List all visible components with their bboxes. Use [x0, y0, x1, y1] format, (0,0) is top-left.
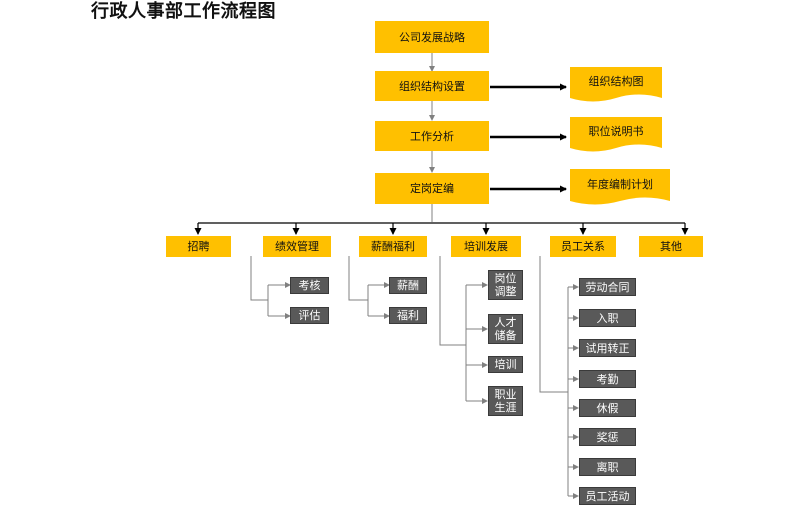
output-doc-label: 组织结构图 [588, 75, 644, 89]
main-box-job-analysis: 工作分析 [375, 121, 489, 151]
relations-item-resignation: 离职 [579, 458, 636, 476]
relations-item-attendance: 考勤 [579, 370, 636, 388]
relations-item-rewards-penalties: 奖惩 [579, 428, 636, 446]
relations-item-activities: 员工活动 [579, 487, 636, 505]
document-shape-icon [570, 169, 670, 205]
output-doc-org-chart: 组织结构图 [570, 67, 662, 103]
training-item-career: 职业 生涯 [488, 386, 523, 416]
branch-performance: 绩效管理 [263, 236, 331, 257]
branch-training: 培训发展 [451, 236, 521, 257]
compensation-item-salary: 薪酬 [389, 277, 427, 294]
compensation-item-benefits: 福利 [389, 307, 427, 324]
training-item-position-adjustment: 岗位 调整 [488, 270, 523, 300]
output-doc-label: 年度编制计划 [587, 178, 653, 192]
branch-compensation: 薪酬福利 [359, 236, 427, 257]
output-doc-job-description: 职位说明书 [570, 117, 662, 153]
performance-item-evaluation: 评估 [290, 307, 329, 324]
performance-item-assessment: 考核 [290, 277, 329, 294]
branch-recruitment: 招聘 [166, 236, 231, 257]
page-title: 行政人事部工作流程图 [91, 1, 276, 22]
main-box-org-structure: 组织结构设置 [375, 71, 489, 101]
output-doc-label: 职位说明书 [588, 125, 644, 139]
branch-other: 其他 [639, 236, 703, 257]
relations-item-leave: 休假 [579, 399, 636, 417]
training-item-talent-reserve: 人才 储备 [488, 314, 523, 344]
relations-item-onboarding: 入职 [579, 309, 636, 327]
relations-item-labor-contract: 劳动合同 [579, 278, 636, 296]
branch-employee-relations: 员工关系 [550, 236, 616, 257]
main-box-strategy: 公司发展战略 [375, 21, 489, 53]
document-shape-icon [570, 117, 662, 152]
relations-item-probation: 试用转正 [579, 339, 636, 357]
training-item-training: 培训 [488, 356, 523, 373]
output-doc-staffing-plan: 年度编制计划 [570, 169, 670, 207]
main-box-staffing: 定岗定编 [375, 173, 489, 204]
document-shape-icon [570, 67, 662, 102]
